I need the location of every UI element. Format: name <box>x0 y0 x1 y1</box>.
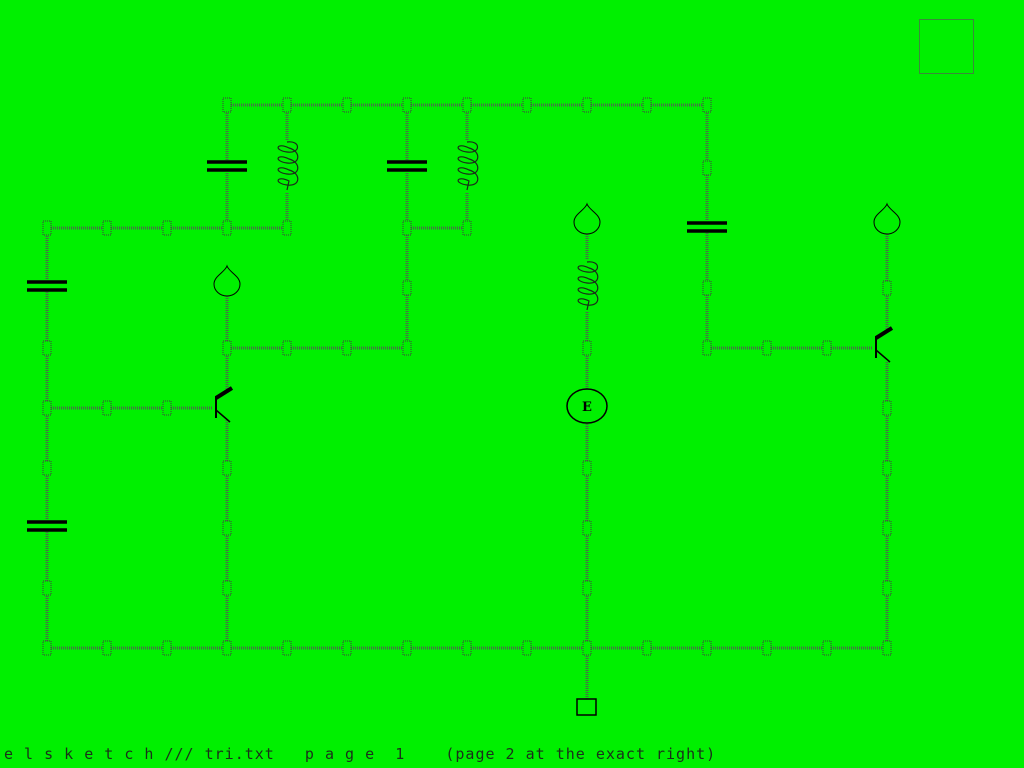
wire-node <box>522 97 532 113</box>
inductor-gap <box>453 140 481 192</box>
wire-node <box>582 340 592 356</box>
wire-node <box>522 640 532 656</box>
capacitor-icon <box>25 520 69 532</box>
wire-node <box>462 97 472 113</box>
wire-node <box>402 340 412 356</box>
terminal-icon <box>573 202 601 235</box>
transistor-icon <box>214 386 234 423</box>
inductor-icon <box>273 140 301 192</box>
symbols-layer: E <box>25 140 901 716</box>
wire-node <box>102 400 112 416</box>
wire-node <box>702 280 712 296</box>
terminal-outline <box>573 202 601 235</box>
voltage-source-icon: E <box>566 388 608 424</box>
wire-node <box>342 97 352 113</box>
wire-node <box>282 340 292 356</box>
terminal-icon <box>213 264 241 297</box>
inductor-coil <box>457 141 479 191</box>
wire-node <box>42 640 52 656</box>
capacitor-icon <box>385 160 429 172</box>
wire-node <box>222 460 232 476</box>
transistor-icon <box>874 326 894 363</box>
inductor-icon <box>573 260 601 312</box>
nodes-layer <box>42 97 892 656</box>
status-line: e l s k e t c h /// tri.txt p a g e 1 (p… <box>4 745 717 763</box>
wire-node <box>282 640 292 656</box>
wire-node <box>42 460 52 476</box>
wire-node <box>462 220 472 236</box>
wire-node <box>162 640 172 656</box>
transistor-emitter <box>215 409 231 423</box>
inductor-coil <box>277 141 299 191</box>
wire-node <box>582 520 592 536</box>
wire-node <box>102 220 112 236</box>
wire-node <box>582 460 592 476</box>
wire-node <box>702 640 712 656</box>
wire-node <box>222 640 232 656</box>
wire-node <box>282 97 292 113</box>
wire-node <box>702 340 712 356</box>
inductor-coil <box>577 261 599 311</box>
capacitor-icon <box>205 160 249 172</box>
wire-node <box>222 97 232 113</box>
inductor-gap <box>573 260 601 312</box>
wire-node <box>582 580 592 596</box>
wire-node <box>222 220 232 236</box>
inductor-icon <box>453 140 481 192</box>
wire-node <box>402 97 412 113</box>
wire-node <box>222 340 232 356</box>
wire-node <box>582 640 592 656</box>
wire-node <box>642 97 652 113</box>
terminal-outline <box>873 202 901 235</box>
wire-node <box>582 97 592 113</box>
source-circle <box>566 388 608 424</box>
wire-node <box>822 640 832 656</box>
wire-node <box>42 340 52 356</box>
wire-node <box>102 640 112 656</box>
wire-node <box>882 580 892 596</box>
transistor-emitter <box>875 349 891 363</box>
wire-node <box>342 640 352 656</box>
wire-node <box>402 280 412 296</box>
transistor-collector <box>214 386 234 400</box>
wire-node <box>882 520 892 536</box>
wire-node <box>462 640 472 656</box>
wire-node <box>282 220 292 236</box>
wire-node <box>642 640 652 656</box>
wire-node <box>162 220 172 236</box>
wire-node <box>702 97 712 113</box>
wire-node <box>882 400 892 416</box>
transistor-collector <box>874 326 894 340</box>
wire-node <box>42 400 52 416</box>
inductor-gap <box>273 140 301 192</box>
capacitor-icon <box>25 280 69 292</box>
wire-node <box>162 400 172 416</box>
page-corner-box[interactable] <box>919 19 974 74</box>
capacitor-icon <box>685 221 729 233</box>
wire-node <box>42 220 52 236</box>
wire-node <box>402 640 412 656</box>
wires-layer <box>45 103 889 700</box>
terminal-outline <box>213 264 241 297</box>
wire-node <box>762 340 772 356</box>
wire-node <box>222 520 232 536</box>
wire-node <box>402 220 412 236</box>
wire-node <box>762 640 772 656</box>
terminal-icon <box>873 202 901 235</box>
wire-node <box>702 160 712 176</box>
wire-node <box>222 580 232 596</box>
wire-node <box>882 280 892 296</box>
wire-node <box>882 460 892 476</box>
wire-node <box>42 580 52 596</box>
ground-icon <box>576 698 597 716</box>
wire-node <box>882 640 892 656</box>
source-label: E <box>582 400 592 415</box>
wire-node <box>342 340 352 356</box>
wire-node <box>822 340 832 356</box>
